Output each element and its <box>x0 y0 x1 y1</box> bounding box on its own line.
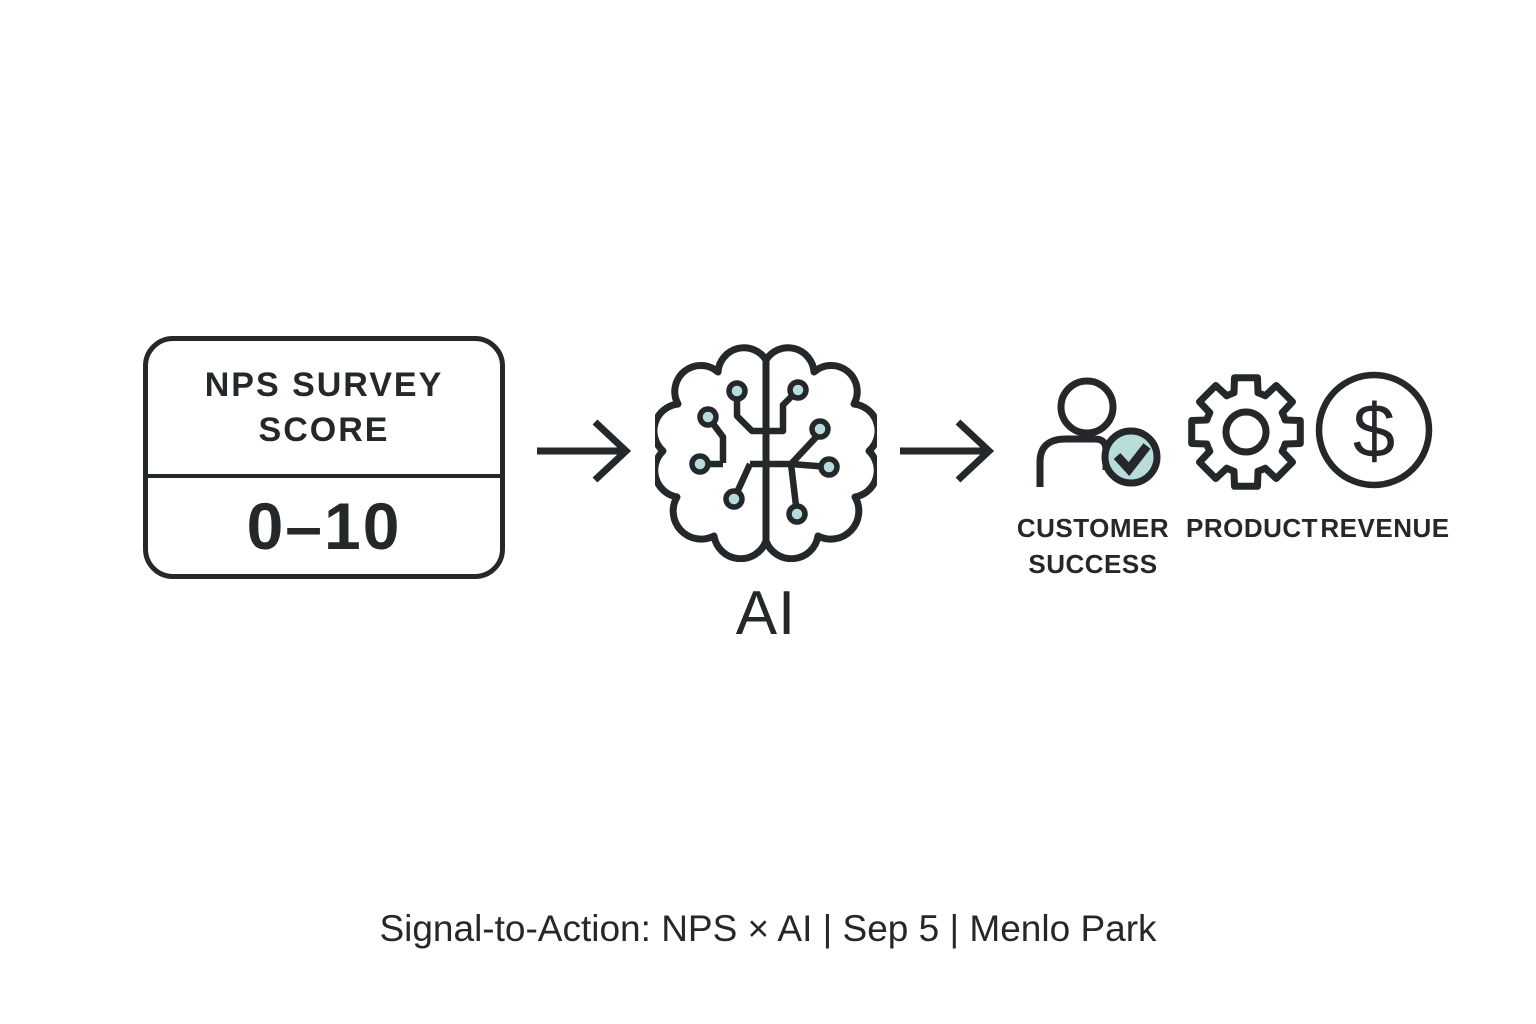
check-badge <box>1101 427 1161 487</box>
gear-path <box>1188 374 1304 490</box>
nps-score-card: NPS SURVEY SCORE 0–10 <box>143 336 505 579</box>
customer-success-label: CUSTOMER SUCCESS <box>1013 510 1173 582</box>
person-head <box>1057 377 1117 437</box>
nps-score-range: 0–10 <box>246 489 402 563</box>
revenue-label: REVENUE <box>1320 513 1450 543</box>
coin-circle <box>1315 371 1433 489</box>
arrow-right-icon <box>537 419 632 483</box>
nps-card-title-line1: NPS SURVEY <box>204 365 444 404</box>
revenue-dollar-coin-icon: $ <box>1315 371 1433 489</box>
caption-text: Signal-to-Action: NPS × AI | Sep 5 | Men… <box>379 908 1157 949</box>
person-body <box>1036 435 1110 487</box>
dollar-glyph: $ <box>1353 389 1395 474</box>
ai-brain-circuit-icon <box>655 344 877 562</box>
arrow-right-icon <box>900 419 995 483</box>
gear-hub <box>1222 408 1270 456</box>
customer-success-person-check-icon <box>1036 377 1161 487</box>
product-gear-icon <box>1188 374 1304 490</box>
nps-card-title-line2: SCORE <box>258 410 390 449</box>
product-label: PRODUCT <box>1186 513 1319 543</box>
brain-circuit-nodes <box>689 379 840 525</box>
customer-success-label-line2: SUCCESS <box>1028 549 1158 579</box>
nps-card-value-section: 0–10 <box>148 478 500 574</box>
check-mark <box>1113 443 1151 476</box>
customer-success-label-line1: CUSTOMER <box>1016 513 1170 543</box>
nps-card-title: NPS SURVEY SCORE <box>148 341 500 478</box>
ai-label: AI <box>735 579 797 648</box>
